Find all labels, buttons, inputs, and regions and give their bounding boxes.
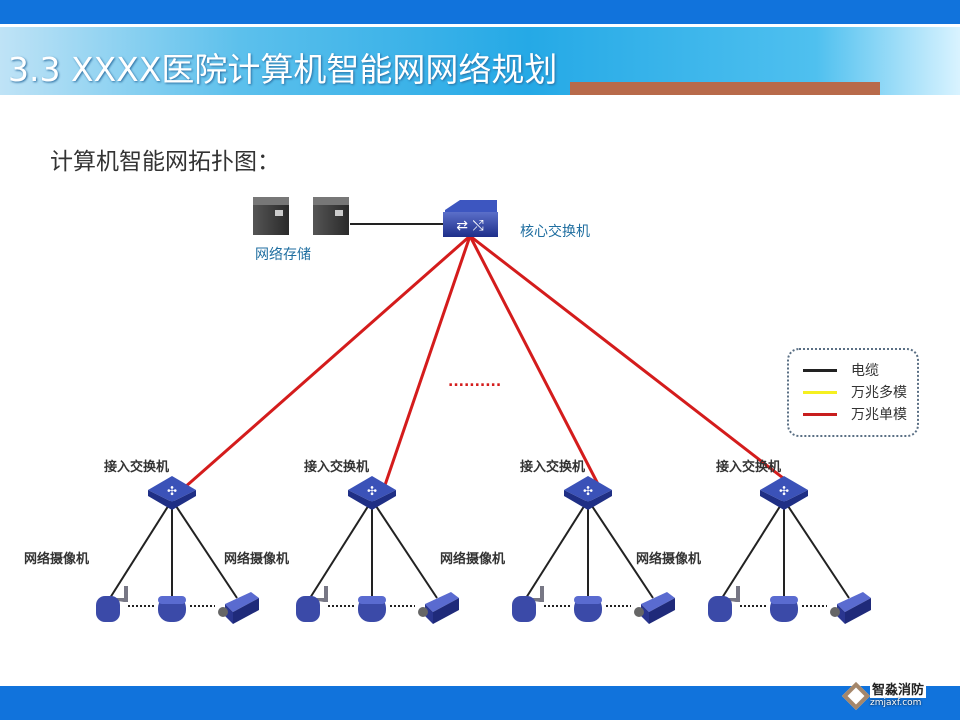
logo-url: zmjaxf.com <box>870 698 922 708</box>
legend-item-singlemode: 万兆单模 <box>803 404 907 424</box>
access-switch[interactable]: ✣ <box>148 476 196 510</box>
camera-cable <box>721 499 785 599</box>
svg-text:⇄ ⤭: ⇄ ⤭ <box>456 218 483 234</box>
legend-label: 万兆单模 <box>851 407 907 423</box>
section-subtitle: 计算机智能网拓扑图： <box>50 149 280 175</box>
logo-name: 智淼消防 <box>870 683 927 698</box>
camera-label: 网络摄像机 <box>636 551 701 567</box>
title-banner: 3.3 XXXX医院计算机智能网网络规划 <box>0 27 960 95</box>
logo-icon <box>841 681 871 711</box>
box-camera-icon[interactable] <box>634 592 675 624</box>
fiber-link <box>469 234 797 490</box>
fiber-link <box>468 235 602 489</box>
camera-cable <box>109 499 173 599</box>
camera-cable <box>783 499 850 599</box>
box-camera-icon[interactable] <box>830 592 871 624</box>
camera-cable <box>587 499 654 599</box>
dome-camera-icon[interactable] <box>574 596 602 622</box>
legend-label: 电缆 <box>851 363 879 379</box>
access-switch-label: 接入交换机 <box>520 459 585 475</box>
camera-cable <box>525 499 589 599</box>
camera-cable <box>371 499 438 599</box>
camera-label: 网络摄像机 <box>224 551 289 567</box>
access-group: 接入交换机 ✣ 网络摄像机 <box>224 459 459 624</box>
box-camera-icon[interactable] <box>218 592 259 624</box>
access-switch-label: 接入交换机 <box>304 459 369 475</box>
camera-label: 网络摄像机 <box>440 551 505 567</box>
bottom-bar <box>0 686 960 720</box>
core-switch-label: 核心交换机 <box>520 223 590 240</box>
ptz-camera-icon[interactable] <box>96 586 128 622</box>
core-switch[interactable]: ⇄ ⤭ <box>443 200 498 237</box>
dome-camera-icon[interactable] <box>358 596 386 622</box>
legend-swatch <box>803 390 837 394</box>
camera-cable <box>309 499 373 599</box>
legend: 电缆 万兆多模 万兆单模 <box>787 348 919 437</box>
access-switch[interactable]: ✣ <box>564 476 612 510</box>
storage-device-2 <box>313 197 349 235</box>
access-switch[interactable]: ✣ <box>348 476 396 510</box>
ptz-camera-icon[interactable] <box>512 586 544 622</box>
access-group: 接入交换机 ✣ 网络摄像机 <box>24 459 259 624</box>
svg-text:✣: ✣ <box>583 484 593 498</box>
storage-label: 网络存储 <box>255 247 311 263</box>
dome-camera-icon[interactable] <box>158 596 186 622</box>
building-image <box>570 82 880 95</box>
fiber-link <box>183 234 471 490</box>
legend-swatch <box>803 412 837 416</box>
legend-item-cable: 电缆 <box>803 360 879 380</box>
more-ellipsis: .......... <box>448 374 501 390</box>
svg-text:✣: ✣ <box>167 484 177 498</box>
legend-item-multimode: 万兆多模 <box>803 382 907 402</box>
access-group: 接入交换机 ✣ 网络摄像机 <box>440 459 675 624</box>
storage-device-1 <box>253 197 289 235</box>
legend-swatch <box>803 368 837 372</box>
svg-text:✣: ✣ <box>779 484 789 498</box>
ptz-camera-icon[interactable] <box>296 586 328 622</box>
ptz-camera-icon[interactable] <box>708 586 740 622</box>
box-camera-icon[interactable] <box>418 592 459 624</box>
access-switch-label: 接入交换机 <box>104 459 169 475</box>
access-switch-label: 接入交换机 <box>716 459 781 475</box>
camera-cable <box>171 499 238 599</box>
page-title: 3.3 XXXX医院计算机智能网网络规划 <box>8 50 558 89</box>
dome-camera-icon[interactable] <box>770 596 798 622</box>
camera-label: 网络摄像机 <box>24 551 89 567</box>
svg-text:✣: ✣ <box>367 484 377 498</box>
top-bar <box>0 0 960 24</box>
access-group: 接入交换机 ✣ 网络摄像机 <box>636 459 871 624</box>
legend-label: 万兆多模 <box>851 385 907 401</box>
fiber-link <box>382 235 472 489</box>
access-switch[interactable]: ✣ <box>760 476 808 510</box>
